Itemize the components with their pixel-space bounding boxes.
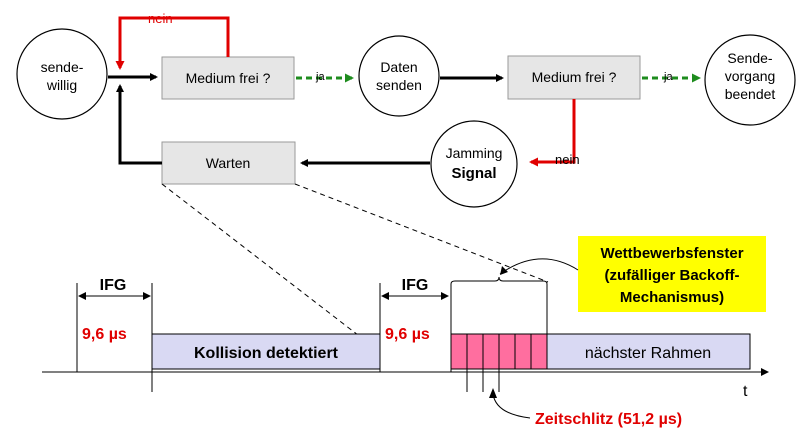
ifg2-arrow-right <box>441 292 449 300</box>
node-jamming-line2: Signal <box>451 165 496 182</box>
contention-slot <box>466 333 484 370</box>
label-nein-top: nein <box>148 11 173 26</box>
ifg1-label: IFG <box>100 277 127 294</box>
node-jamming-line1: Jamming <box>446 145 503 161</box>
callout-line1: Wettbewerbsfenster <box>600 245 743 262</box>
time-axis-label: t <box>743 383 748 400</box>
label-nein-right: nein <box>555 152 580 167</box>
node-jamming-signal: Jamming Signal <box>430 120 518 208</box>
node-sendewillig: sende- willig <box>16 28 108 120</box>
node-daten-line1: Daten <box>380 59 417 75</box>
naechster-rahmen-label: nächster Rahmen <box>585 345 711 362</box>
node-beendet-line2: vorgang <box>725 68 776 84</box>
node-beendet-line3: beendet <box>725 86 776 102</box>
callout-pointer <box>499 258 579 275</box>
contention-slot <box>482 333 500 370</box>
contention-slots <box>450 333 548 392</box>
contention-slot <box>498 333 516 370</box>
node-medium-frei-1-label: Medium frei ? <box>186 70 271 86</box>
zeitschlitz-pointer <box>492 393 531 419</box>
ifg2-arrow-left <box>381 292 389 300</box>
kollision-bar <box>151 333 381 370</box>
ifg2-time: 9,6 µs <box>385 326 430 343</box>
arrow-warten-to-junction <box>116 84 162 165</box>
node-sendevorgang-beendet: Sende- vorgang beendet <box>704 34 796 126</box>
node-warten: Warten <box>161 141 296 185</box>
contention-slot <box>450 333 468 370</box>
callout-line3: Mechanismus) <box>620 289 724 306</box>
node-medium-frei-2-label: Medium frei ? <box>532 69 617 85</box>
zeitschlitz-label: Zeitschlitz (51,2 µs) <box>535 411 682 428</box>
contention-slot <box>514 333 532 370</box>
contention-window-callout <box>578 236 766 312</box>
label-ja-2: ja <box>663 71 673 83</box>
kollision-label: Kollision detektiert <box>194 345 339 362</box>
node-daten-line2: senden <box>376 77 422 93</box>
ifg1-arrow-left <box>78 292 86 300</box>
node-beendet-line1: Sende- <box>727 50 772 66</box>
dashed-projection-left <box>161 183 381 353</box>
label-ja-1: ja <box>315 71 325 83</box>
node-medium-frei-1: Medium frei ? <box>161 56 295 100</box>
arrow-nein-medium2-to-jamming <box>529 99 576 167</box>
naechster-rahmen-bar <box>546 333 751 370</box>
node-medium-frei-2: Medium frei ? <box>507 55 641 100</box>
zeitschlitz-pointer-head <box>489 388 497 398</box>
contention-bracket <box>450 276 548 372</box>
node-sendewillig-line2: willig <box>46 77 77 93</box>
node-daten-senden: Daten senden <box>358 35 440 117</box>
ifg1-time: 9,6 µs <box>82 326 127 343</box>
ifg2-label: IFG <box>402 277 429 294</box>
callout-line2: (zufälliger Backoff- <box>604 267 739 284</box>
node-warten-label: Warten <box>206 155 251 171</box>
ifg1-arrow-right <box>143 292 151 300</box>
contention-slot <box>530 333 548 370</box>
dashed-projection-right <box>294 183 549 283</box>
node-sendewillig-line1: sende- <box>41 59 84 75</box>
callout-pointer-head <box>500 266 508 275</box>
arrow-nein-loop-top <box>115 16 230 70</box>
